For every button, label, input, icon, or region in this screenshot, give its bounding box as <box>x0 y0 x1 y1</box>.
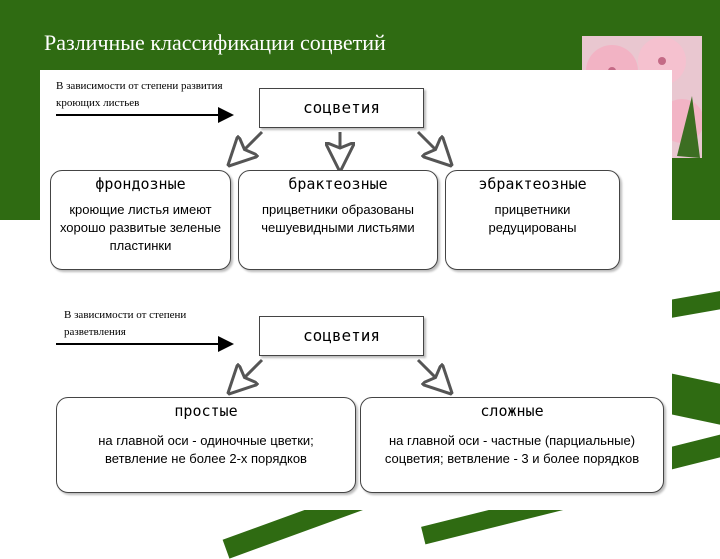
bracteose-title: брактеозные <box>288 175 388 193</box>
section1-note: В зависимости от степени развития кроющи… <box>56 80 223 109</box>
section2-root-box: соцветия <box>259 316 424 356</box>
complex-box: сложные на главной оси - частные (парциа… <box>360 397 664 493</box>
section1-root-label: соцветия <box>302 98 381 117</box>
bracteose-box: брактеозные прицветники образованы чешуе… <box>238 170 438 270</box>
connector-lines <box>56 107 720 540</box>
ebracteose-title: эбрактеозные <box>478 175 587 193</box>
ebracteose-desc: прицветники редуцированы <box>488 202 577 235</box>
complex-title: сложные <box>480 402 544 420</box>
section2-root-label: соцветия <box>302 326 381 345</box>
section2-note: В зависимости от степени разветвления <box>64 309 187 338</box>
bracteose-desc: прицветники образованы чешуевидными лист… <box>261 202 415 235</box>
simple-desc: на главной оси - одиночные цветки; ветвл… <box>98 433 314 466</box>
section1-root-box: соцветия <box>259 88 424 128</box>
frondose-box: фрондозные кроющие листья имеют хорошо р… <box>50 170 231 270</box>
simple-box: простые на главной оси - одиночные цветк… <box>56 397 356 493</box>
simple-title: простые <box>174 402 238 420</box>
frondose-title: фрондозные <box>95 175 186 193</box>
page-title: Различные классификации соцветий <box>44 30 386 55</box>
complex-desc: на главной оси - частные (парциальные) с… <box>384 433 640 466</box>
ebracteose-box: эбрактеозные прицветники редуцированы <box>445 170 620 270</box>
frondose-desc: кроющие листья имеют хорошо развитые зел… <box>59 202 222 253</box>
